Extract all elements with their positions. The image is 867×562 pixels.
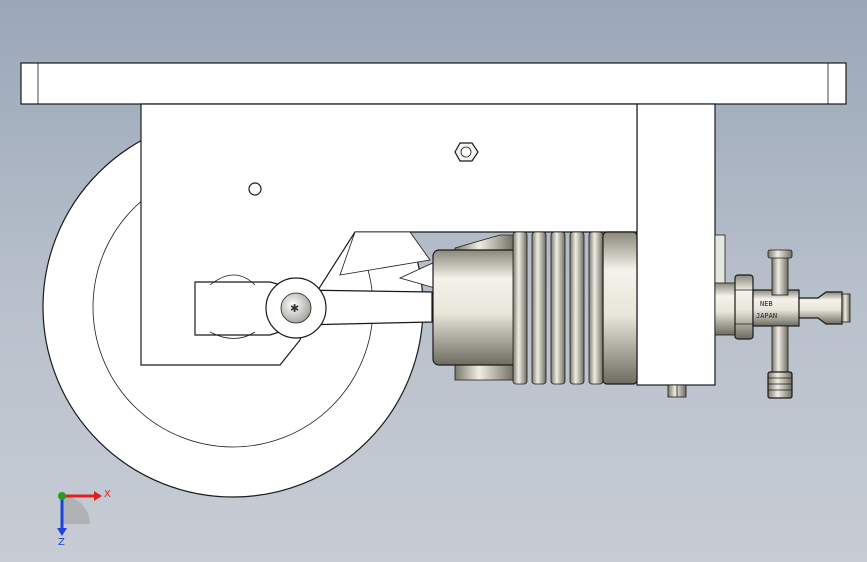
- damper-fin-1: [512, 231, 528, 385]
- top-plate: [20, 62, 847, 105]
- fitting-body: [752, 289, 800, 327]
- pivot-bolt: [280, 292, 312, 324]
- triad-z-label: Z: [58, 537, 65, 548]
- triad-x-arrow-icon: [94, 491, 102, 501]
- hex-nut: [454, 142, 479, 162]
- fitting-nozzle: [798, 291, 843, 325]
- damper-cylinder: [432, 231, 638, 385]
- triad-y-axis-dot: [58, 492, 66, 500]
- valve-fitting: NEB JAPAN: [714, 249, 851, 399]
- mount-hole: [248, 182, 262, 196]
- damper-fin-3: [550, 231, 566, 385]
- fitting-bottom-stem: [771, 325, 789, 377]
- fitting-nozzle-tip: [841, 293, 851, 323]
- triad-x-label: X: [104, 489, 111, 500]
- triad-z-arrow-icon: [57, 528, 67, 536]
- rear-block: [636, 103, 716, 386]
- damper-fin-5: [588, 231, 604, 385]
- fitting-nut: [734, 274, 754, 340]
- damper-body: [432, 249, 524, 366]
- rear-block-pad: [714, 234, 726, 286]
- bracket-notch: [339, 231, 431, 276]
- swing-arm-lower-arc: [209, 331, 256, 339]
- triad-quadrant: [62, 496, 90, 524]
- fitting-bottom-knurl: [767, 371, 793, 399]
- fitting-base: [714, 282, 738, 336]
- damper-end-cap: [602, 231, 638, 385]
- top-plate-body: [20, 62, 847, 105]
- damper-fin-4: [569, 231, 585, 385]
- fitting-stamp-line1: NEB: [760, 300, 773, 308]
- swing-arm: ✱: [194, 274, 433, 339]
- fitting-stamp-line2: JAPAN: [756, 312, 777, 320]
- rear-stud: [667, 384, 687, 398]
- fitting-top-stem: [771, 254, 789, 296]
- pivot-bolt-cross-icon: ✱: [290, 302, 299, 315]
- swing-arm-upper-arc: [209, 274, 256, 286]
- axis-triad: X Z: [57, 489, 111, 548]
- damper-fin-2: [531, 231, 547, 385]
- fitting-top-cap: [767, 249, 793, 259]
